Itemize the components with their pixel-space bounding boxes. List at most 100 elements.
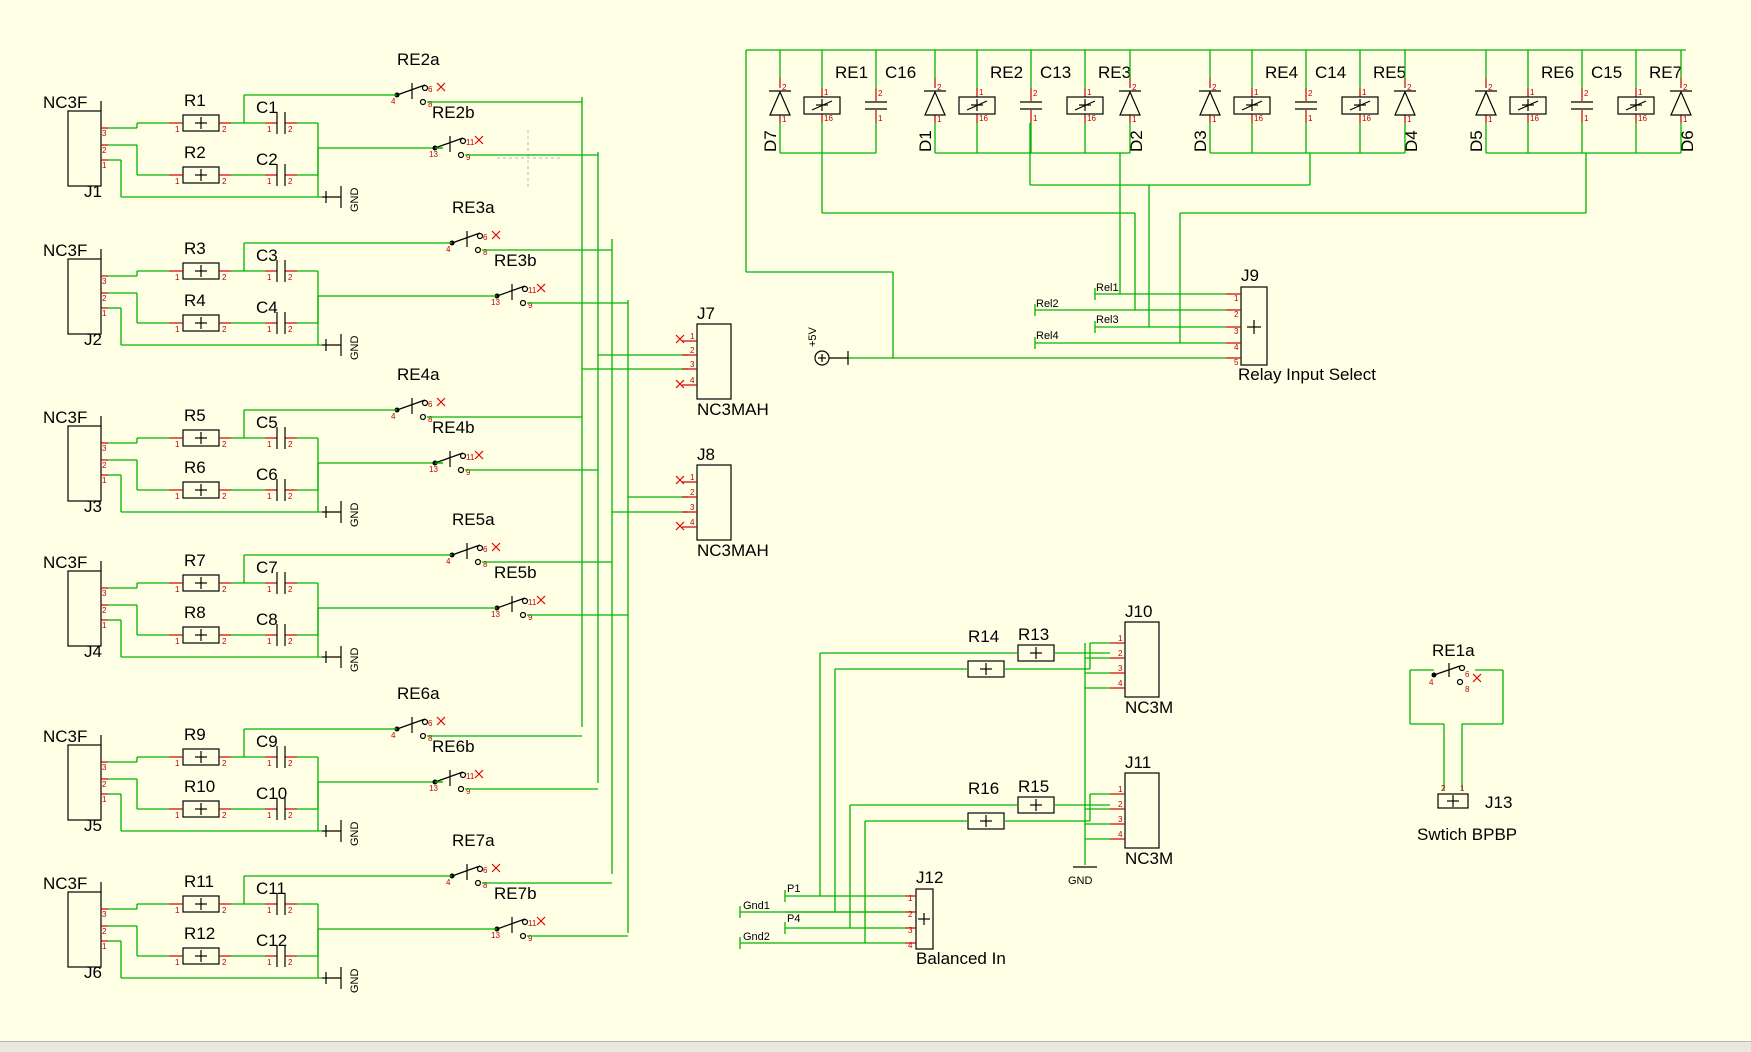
j11-value: NC3M <box>1125 849 1173 868</box>
svg-text:2: 2 <box>222 906 227 915</box>
relay-coil-left-label: RE2 <box>990 63 1023 82</box>
svg-text:8: 8 <box>1465 685 1470 694</box>
resistor-r16 <box>967 812 1005 830</box>
svg-text:1: 1 <box>102 795 107 804</box>
resistor-a-label: R3 <box>184 239 206 258</box>
output-connector-j8: J8 NC3MAH 12 34 <box>675 445 769 560</box>
svg-text:1: 1 <box>267 637 272 646</box>
output-bus <box>581 97 688 933</box>
svg-text:2: 2 <box>1132 83 1137 92</box>
r14-label: R14 <box>968 627 999 646</box>
svg-text:2: 2 <box>102 294 107 303</box>
relay-coil-left-label: RE4 <box>1265 63 1298 82</box>
svg-text:1: 1 <box>1584 114 1589 123</box>
svg-text:3: 3 <box>908 926 913 935</box>
svg-text:1: 1 <box>267 585 272 594</box>
svg-text:1: 1 <box>267 958 272 967</box>
connector-value-label: NC3F <box>43 874 87 893</box>
svg-text:1: 1 <box>175 492 180 501</box>
relay-contact-a: 468 <box>446 230 501 257</box>
relay-coil-right: 116 <box>1617 50 1655 153</box>
resistor-b-label: R2 <box>184 143 206 162</box>
svg-text:1: 1 <box>1118 634 1123 643</box>
svg-text:5: 5 <box>1234 358 1239 367</box>
svg-text:1: 1 <box>1254 88 1259 97</box>
svg-text:3: 3 <box>102 910 107 919</box>
svg-text:2: 2 <box>222 325 227 334</box>
svg-text:1: 1 <box>267 811 272 820</box>
svg-text:11: 11 <box>528 598 537 607</box>
svg-text:2: 2 <box>690 488 695 497</box>
svg-text:13: 13 <box>491 298 500 307</box>
svg-text:1: 1 <box>878 114 883 123</box>
resistor-a-label: R11 <box>184 872 214 891</box>
svg-text:16: 16 <box>1087 114 1096 123</box>
relay-contact-a: 468 <box>446 863 501 890</box>
j9-ref: J9 <box>1241 266 1259 285</box>
svg-text:2: 2 <box>222 177 227 186</box>
svg-text:3: 3 <box>690 503 695 512</box>
svg-text:1: 1 <box>1460 784 1465 793</box>
bypass-capacitor-label: C15 <box>1591 63 1622 82</box>
svg-text:2: 2 <box>1441 784 1446 793</box>
svg-text:2: 2 <box>102 461 107 470</box>
svg-text:2: 2 <box>102 780 107 789</box>
svg-text:1: 1 <box>1362 88 1367 97</box>
connector-ref-label: J1 <box>84 182 102 201</box>
svg-text:8: 8 <box>428 100 433 109</box>
svg-text:1: 1 <box>175 585 180 594</box>
svg-text:2: 2 <box>288 273 293 282</box>
diode-right: 21 <box>1394 50 1416 153</box>
svg-text:3: 3 <box>102 444 107 453</box>
svg-text:9: 9 <box>466 468 471 477</box>
j8-value: NC3MAH <box>697 541 769 560</box>
relay-coil-left: 116 <box>1509 50 1547 153</box>
svg-text:11: 11 <box>466 772 475 781</box>
svg-text:8: 8 <box>428 415 433 424</box>
svg-text:8: 8 <box>483 560 488 569</box>
svg-text:6: 6 <box>483 866 488 875</box>
bypass-capacitor: 21 <box>865 50 887 153</box>
bypass-capacitor: 21 <box>1020 50 1042 153</box>
connector-value-label: NC3F <box>43 553 87 572</box>
relay-coil-left: 116 <box>958 50 996 153</box>
svg-text:2: 2 <box>1118 800 1123 809</box>
crosshair-cursor <box>497 130 560 190</box>
svg-text:9: 9 <box>466 787 471 796</box>
diode-left-label: D7 <box>761 130 780 152</box>
diode-right-label: D6 <box>1678 130 1697 152</box>
connector-ref-label: J2 <box>84 330 102 349</box>
svg-text:1: 1 <box>1132 115 1137 124</box>
svg-text:1: 1 <box>175 273 180 282</box>
net-label-gnd1: Gnd1 <box>743 900 770 912</box>
relay-coil-left: 116 <box>803 50 841 153</box>
svg-text:2: 2 <box>222 440 227 449</box>
svg-text:2: 2 <box>288 492 293 501</box>
j8-ref: J8 <box>697 445 715 464</box>
svg-text:13: 13 <box>429 784 438 793</box>
diode-left-label: D1 <box>916 130 935 152</box>
svg-text:4: 4 <box>1118 830 1123 839</box>
net-label-gnd2: Gnd2 <box>743 931 770 943</box>
gnd-label: GND <box>349 503 361 528</box>
svg-text:1: 1 <box>824 88 829 97</box>
svg-text:1: 1 <box>1488 115 1493 124</box>
relay-contact-a-label: RE4a <box>397 365 440 384</box>
relay-contact-b-label: RE4b <box>432 418 475 437</box>
capacitor-a-label: C3 <box>256 246 278 265</box>
relay-coil-right-label: RE3 <box>1098 63 1131 82</box>
svg-text:1: 1 <box>175 637 180 646</box>
svg-text:4: 4 <box>446 245 451 254</box>
svg-text:4: 4 <box>446 878 451 887</box>
svg-text:3: 3 <box>102 277 107 286</box>
svg-text:2: 2 <box>288 585 293 594</box>
svg-text:1: 1 <box>1308 114 1313 123</box>
svg-text:2: 2 <box>690 346 695 355</box>
